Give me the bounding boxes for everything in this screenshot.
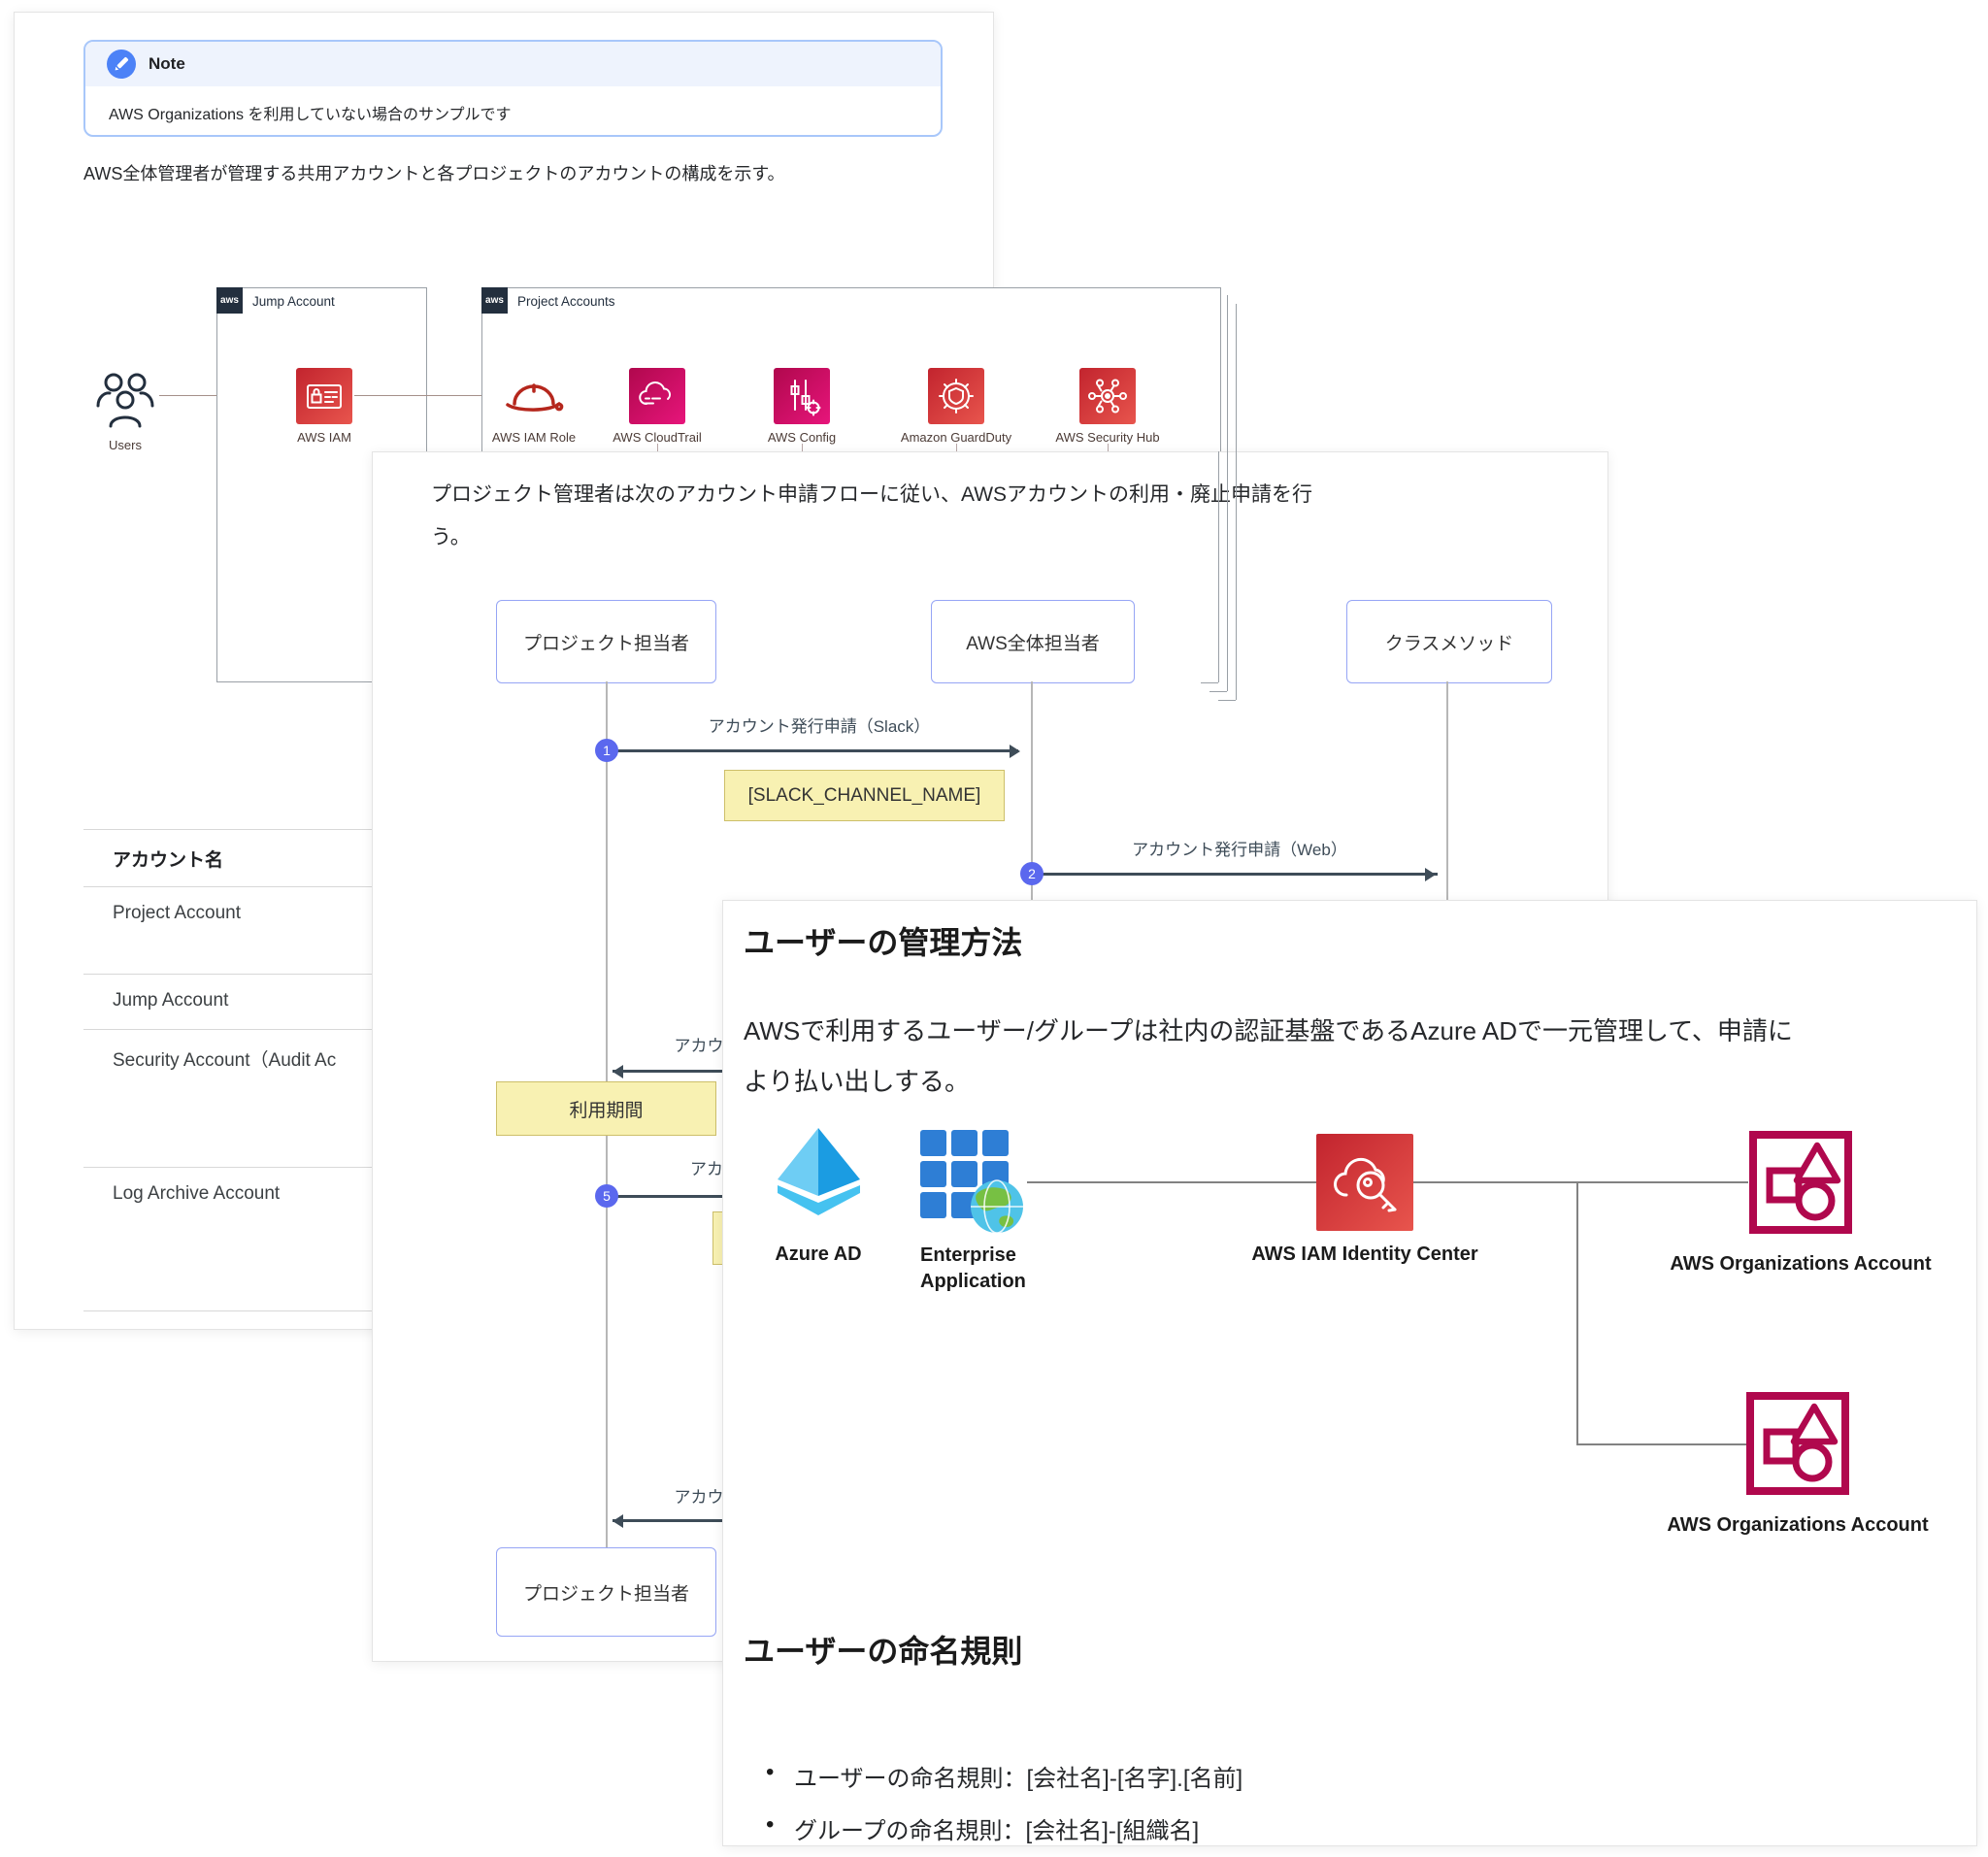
connector-line xyxy=(1027,1181,1316,1183)
message-fragment: アカ xyxy=(690,1160,723,1178)
stacked-page-edge xyxy=(1201,682,1218,683)
connector-line xyxy=(1576,1181,1578,1444)
aws-cloudtrail-icon xyxy=(629,368,685,424)
step-1-badge: 1 xyxy=(595,739,618,762)
connector-tick xyxy=(1108,444,1109,452)
project-accounts-label: Project Accounts xyxy=(517,294,615,309)
aws-organizations-account-label: AWS Organizations Account xyxy=(1670,1253,1932,1275)
aws-organizations-account-label: AWS Organizations Account xyxy=(1667,1514,1929,1536)
message-fragment: アカウ xyxy=(674,1488,724,1507)
azure-ad-label: Azure AD xyxy=(775,1244,862,1265)
users-icon xyxy=(93,370,157,435)
aws-config-icon xyxy=(774,368,830,424)
note-callout-header: Note xyxy=(85,42,941,86)
slack-channel-note: [SLACK_CHANNEL_NAME] xyxy=(724,770,1005,821)
return-arrow xyxy=(613,1519,729,1522)
message-fragment: アカウ xyxy=(674,1037,724,1055)
note-title: Note xyxy=(149,54,185,73)
arrowhead-icon xyxy=(606,1513,623,1528)
aws-cloudtrail-label: AWS CloudTrail xyxy=(613,430,702,445)
aws-logo-icon: aws xyxy=(481,287,508,314)
return-arrow xyxy=(613,1070,729,1073)
connector-tick xyxy=(956,444,957,452)
actor-project-manager-bottom: プロジェクト担当者 xyxy=(496,1547,716,1637)
message-2-arrow xyxy=(1032,873,1438,876)
pencil-icon xyxy=(107,50,136,79)
naming-rule-user: ユーザーの命名規則：[会社名]-[名字].[名前] xyxy=(794,1766,1243,1792)
amazon-guardduty-label: Amazon GuardDuty xyxy=(900,430,1012,445)
aws-config-label: AWS Config xyxy=(767,430,837,445)
stacked-page-edge xyxy=(1236,304,1237,700)
aws-iam-label: AWS IAM xyxy=(297,430,351,445)
enterprise-application-label: Enterprise Application xyxy=(920,1244,1026,1292)
aws-security-hub-icon xyxy=(1079,368,1136,424)
aws-iam-identity-center-label: AWS IAM Identity Center xyxy=(1251,1244,1478,1265)
stacked-page-edge xyxy=(1218,451,1219,682)
aws-iam-role-label: AWS IAM Role xyxy=(491,430,577,445)
connector-tick xyxy=(657,444,658,452)
step-5-badge: 5 xyxy=(595,1184,618,1208)
aws-organizations-account-icon xyxy=(1745,1391,1850,1501)
actor-aws-admin: AWS全体担当者 xyxy=(931,600,1135,683)
amazon-guardduty-icon xyxy=(928,368,984,424)
connector-line xyxy=(1413,1181,1748,1183)
users-label: Users xyxy=(109,438,142,452)
message-1-arrow xyxy=(607,749,1018,752)
globe-icon xyxy=(970,1179,1024,1239)
flow-intro-text: プロジェクト管理者は次のアカウント申請フローに従い、AWSアカウントの利用・廃止… xyxy=(431,483,1313,548)
aws-logo-icon: aws xyxy=(216,287,243,314)
back-intro-text: AWS全体管理者が管理する共用アカウントと各プロジェクトのアカウントの構成を示す… xyxy=(83,164,785,183)
aws-iam-role-icon xyxy=(503,374,565,429)
note-body: AWS Organizations を利用していない場合のサンプルです xyxy=(109,107,512,123)
bullet-icon: • xyxy=(766,1811,775,1838)
usage-period-note: 利用期間 xyxy=(496,1081,716,1136)
user-management-body: AWSで利用するユーザー/グループは社内の認証基盤であるAzure ADで一元管… xyxy=(744,1016,1793,1096)
user-management-heading: ユーザーの管理方法 xyxy=(744,925,1023,960)
front-panel: ユーザーの管理方法 AWSで利用するユーザー/グループは社内の認証基盤であるAz… xyxy=(722,900,1977,1846)
arrow-iam-to-role xyxy=(354,395,491,396)
message-5-arrow xyxy=(607,1195,729,1198)
actor-classmethod: クラスメソッド xyxy=(1346,600,1552,683)
connector-line xyxy=(1576,1443,1748,1445)
stacked-page-edge xyxy=(1209,691,1227,692)
bullet-icon: • xyxy=(766,1759,775,1785)
step-2-badge: 2 xyxy=(1020,862,1044,885)
arrowhead-icon xyxy=(606,1064,623,1078)
naming-rules-heading: ユーザーの命名規則 xyxy=(744,1634,1023,1669)
connector-tick xyxy=(802,444,803,452)
message-1-label: アカウント発行申請（Slack） xyxy=(708,717,931,736)
account-table: アカウント名 Project Account Jump Account Secu… xyxy=(83,829,991,1311)
note-callout: Note AWS Organizations を利用していない場合のサンプルです xyxy=(83,40,943,137)
jump-account-label: Jump Account xyxy=(252,294,335,309)
actor-project-manager: プロジェクト担当者 xyxy=(496,600,716,683)
stacked-page-edge xyxy=(1218,700,1236,701)
message-2-label: アカウント発行申請（Web） xyxy=(1132,841,1347,859)
aws-security-hub-label: AWS Security Hub xyxy=(1055,430,1160,445)
aws-iam-identity-center-icon xyxy=(1316,1134,1413,1231)
enterprise-application-icon xyxy=(920,1130,1009,1218)
arrowhead-icon xyxy=(1425,867,1442,881)
aws-iam-icon xyxy=(296,368,352,424)
azure-ad-icon xyxy=(768,1124,870,1238)
stacked-page-edge xyxy=(1227,295,1228,691)
naming-rule-group: グループの命名規則：[会社名]-[組織名] xyxy=(794,1818,1200,1844)
aws-organizations-account-icon xyxy=(1748,1130,1853,1240)
arrowhead-icon xyxy=(1010,744,1027,758)
